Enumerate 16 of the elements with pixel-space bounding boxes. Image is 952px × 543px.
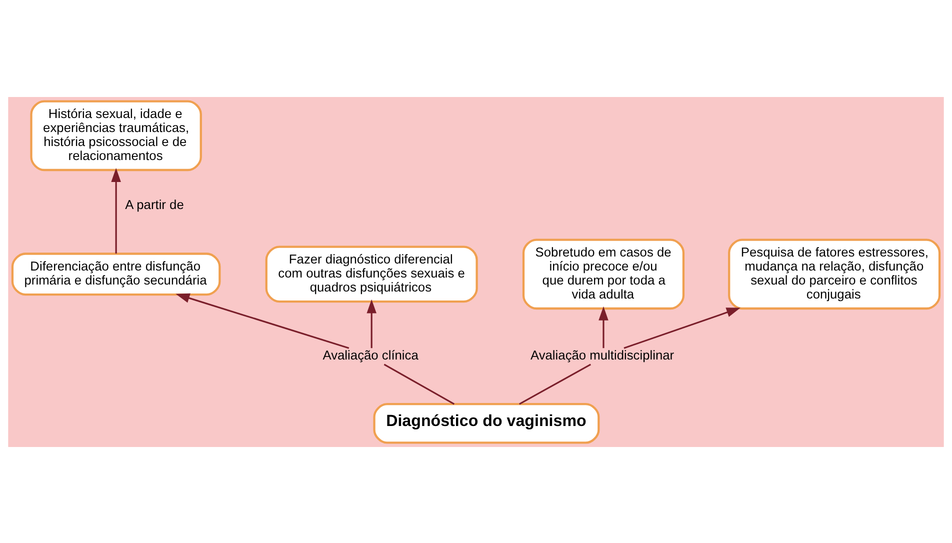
node-box: Sobretudo em casos de início precoce e/ou que durem por toda a vida adulta <box>522 238 685 310</box>
arrow <box>176 292 350 348</box>
node-box: Pesquisa de fatores estressores, mudança na relação, disfunção sexual do parceiro e conflitos conjugais <box>728 238 941 310</box>
node-text: Avaliação clínica <box>322 347 418 362</box>
node-box: Fazer diagnóstico diferencial com outras disfunções sexuais e quadros psiquiátricos <box>265 245 478 302</box>
node-box: Diferenciação entre disfunção primária e disfunção secundária <box>11 252 221 296</box>
arrow <box>111 168 121 254</box>
arrow <box>624 307 740 348</box>
node-text: Avaliação multidisciplinar <box>530 347 674 362</box>
edge-label: A partir de <box>125 196 184 212</box>
node-box: Diagnóstico do vaginismo <box>373 402 600 444</box>
arrow <box>366 298 376 348</box>
connector <box>518 363 592 404</box>
node-box: História sexual, idade e experiências traumáticas, história psicossocial e de relacionamentos <box>30 100 202 171</box>
arrow <box>598 306 608 348</box>
connector <box>384 363 455 404</box>
